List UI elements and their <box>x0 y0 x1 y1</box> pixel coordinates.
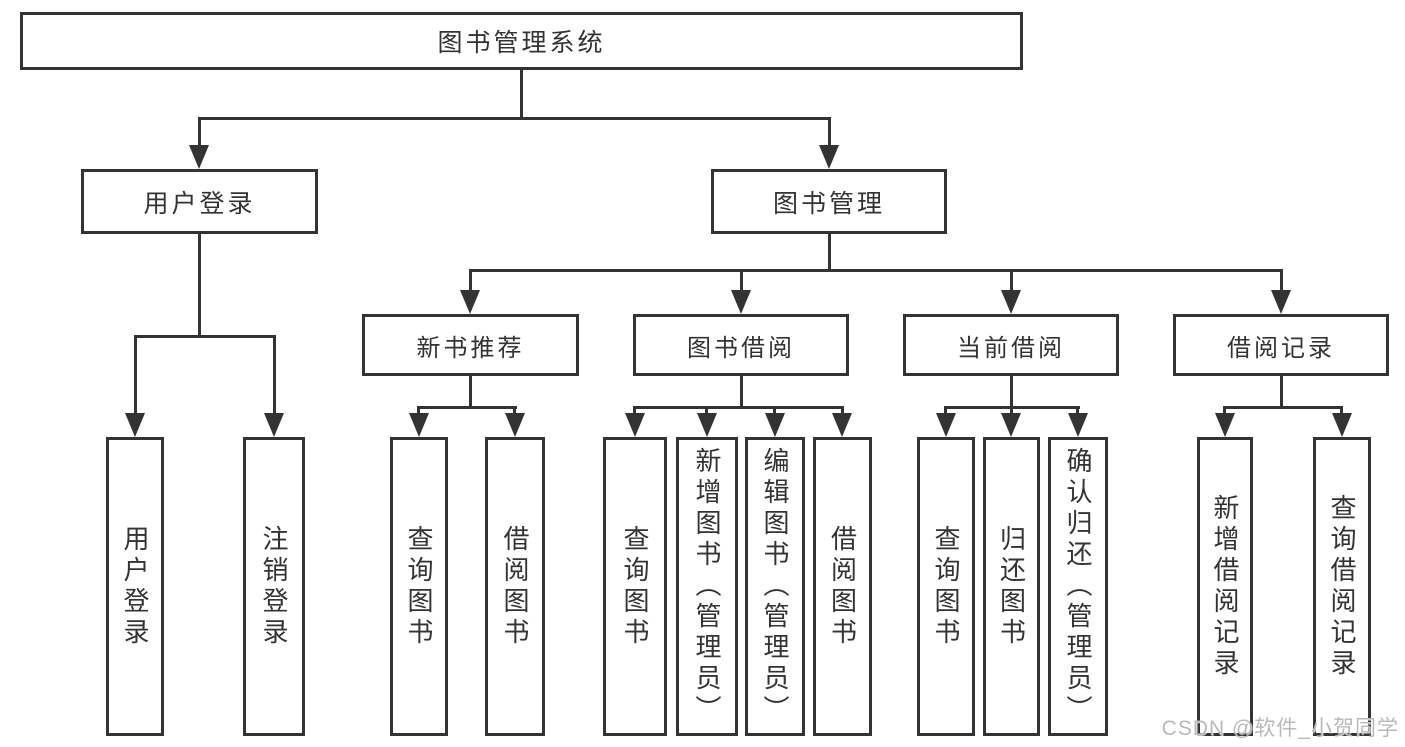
connector-hline <box>198 117 831 120</box>
leaf-return-books: 归还图书 <box>983 437 1040 736</box>
connector-vline <box>469 269 472 292</box>
connector-vline <box>198 234 201 338</box>
leaf-confirm-return-admin: 确认归还（管理员） <box>1048 437 1108 736</box>
arrow-down-icon <box>1215 413 1235 437</box>
connector-hline <box>633 406 843 409</box>
connector-vline <box>740 269 743 292</box>
leaf-query-books-recommend: 查询图书 <box>390 437 448 736</box>
arrow-down-icon <box>625 413 645 437</box>
node-book-borrowing: 图书借阅 <box>633 314 849 376</box>
leaf-query-books-current: 查询图书 <box>917 437 975 736</box>
connector-vline <box>273 335 276 417</box>
leaf-label: 查询图书 <box>931 524 961 649</box>
arrow-down-icon <box>765 413 785 437</box>
connector-vline <box>773 406 776 416</box>
connector-vline <box>520 70 523 118</box>
connector-vline <box>469 376 472 409</box>
arrow-down-icon <box>819 145 839 169</box>
connector-hline <box>1223 406 1343 409</box>
csdn-watermark: CSDN @软件_小贺同学 <box>1161 717 1399 740</box>
connector-hline <box>417 406 517 409</box>
connector-vline <box>1010 406 1013 416</box>
leaf-add-borrow-record: 新增借阅记录 <box>1197 437 1253 736</box>
arrow-down-icon <box>731 290 751 314</box>
leaf-label: 用户登录 <box>120 524 150 649</box>
connector-vline <box>513 406 516 416</box>
leaf-query-books-borrowing: 查询图书 <box>603 437 667 736</box>
connector-vline <box>134 335 137 417</box>
node-user-login: 用户登录 <box>81 169 318 234</box>
arrow-down-icon <box>264 413 284 437</box>
connector-vline <box>1223 406 1226 416</box>
arrow-down-icon <box>409 413 429 437</box>
leaf-borrow-books-recommend: 借阅图书 <box>485 437 545 736</box>
leaf-edit-book-admin: 编辑图书（管理员） <box>745 437 805 736</box>
leaf-logout: 注销登录 <box>243 437 305 736</box>
leaf-label: 借阅图书 <box>500 524 530 649</box>
connector-vline <box>1076 406 1079 416</box>
connector-vline <box>841 406 844 416</box>
connector-vline <box>198 117 201 147</box>
arrow-down-icon <box>460 290 480 314</box>
connector-hline <box>469 269 1282 272</box>
node-new-book-recommendation: 新书推荐 <box>362 314 579 376</box>
leaf-label: 新增借阅记录 <box>1210 493 1240 680</box>
connector-vline <box>1280 376 1283 409</box>
connector-vline <box>828 234 831 271</box>
connector-vline <box>1340 406 1343 416</box>
leaf-label: 借阅图书 <box>827 524 858 649</box>
leaf-label: 编辑图书（管理员） <box>760 447 790 726</box>
node-book-management: 图书管理 <box>711 169 947 234</box>
connector-vline <box>828 117 831 147</box>
arrow-down-icon <box>1271 290 1291 314</box>
connector-vline <box>705 406 708 416</box>
node-root: 图书管理系统 <box>20 12 1023 70</box>
arrow-down-icon <box>697 413 717 437</box>
arrow-down-icon <box>1068 413 1088 437</box>
arrow-down-icon <box>125 413 145 437</box>
leaf-label: 新增图书（管理员） <box>692 447 722 726</box>
arrow-down-icon <box>1001 290 1021 314</box>
connector-hline <box>134 335 276 338</box>
leaf-label: 查询图书 <box>404 524 434 649</box>
connector-vline <box>944 406 947 416</box>
node-borrowing-records: 借阅记录 <box>1173 314 1389 376</box>
leaf-label: 确认归还（管理员） <box>1063 447 1093 726</box>
leaf-label: 归还图书 <box>996 524 1027 649</box>
arrow-down-icon <box>189 145 209 169</box>
arrow-down-icon <box>1001 413 1021 437</box>
leaf-label: 查询图书 <box>620 524 650 649</box>
connector-vline <box>1010 269 1013 292</box>
leaf-user-login: 用户登录 <box>106 437 164 736</box>
leaf-query-borrow-record: 查询借阅记录 <box>1313 437 1371 736</box>
connector-vline <box>740 376 743 409</box>
leaf-label: 注销登录 <box>259 524 289 649</box>
arrow-down-icon <box>832 413 852 437</box>
connector-vline <box>417 406 420 416</box>
leaf-borrow-books-borrowing: 借阅图书 <box>813 437 872 736</box>
node-current-borrowing: 当前借阅 <box>903 314 1119 376</box>
leaf-add-book-admin: 新增图书（管理员） <box>676 437 738 736</box>
connector-vline <box>1010 376 1013 409</box>
leaf-label: 查询借阅记录 <box>1327 493 1357 680</box>
arrow-down-icon <box>1332 413 1352 437</box>
arrow-down-icon <box>505 413 525 437</box>
arrow-down-icon <box>936 413 956 437</box>
connector-vline <box>1280 269 1283 292</box>
connector-vline <box>633 406 636 416</box>
